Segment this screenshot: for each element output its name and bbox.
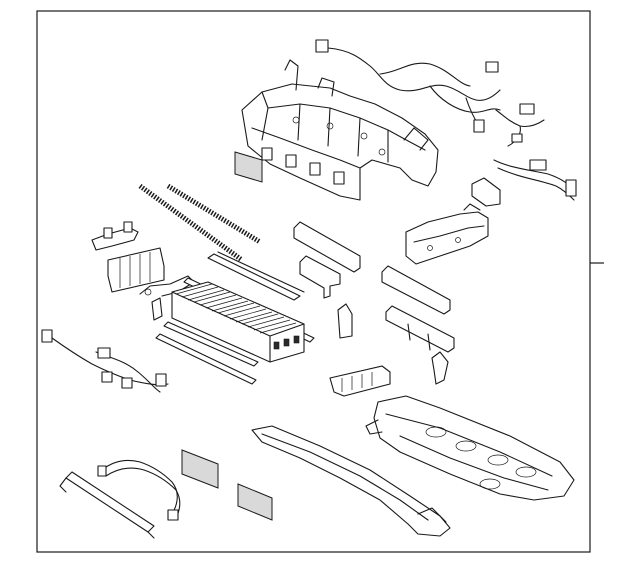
side-frame-lower	[251, 425, 451, 537]
diagram-border	[36, 10, 591, 553]
plate-vertical	[337, 303, 353, 339]
panel-small-1	[181, 449, 219, 489]
upper-bracket-assembly	[241, 59, 439, 201]
label-plate	[234, 151, 263, 183]
bracket-center	[293, 221, 361, 299]
tray-lower	[365, 395, 575, 501]
connector-block	[329, 365, 391, 397]
cover-plate-left	[107, 247, 165, 293]
bar-lower-left	[59, 471, 155, 539]
harness-small	[493, 159, 577, 201]
panel-small-2	[237, 483, 273, 521]
threaded-rod-left	[138, 183, 244, 263]
small-bracket-vertical	[151, 297, 163, 321]
channel-right-upper	[381, 265, 451, 315]
battery-module	[171, 281, 305, 363]
bus-bar-long	[207, 251, 305, 301]
wire-lower	[97, 459, 181, 521]
side-rail-lower	[155, 321, 259, 385]
threaded-rod-right	[166, 183, 262, 245]
clip-small	[431, 351, 449, 385]
channel-right-lower	[385, 305, 455, 353]
wire-harness-upper	[315, 39, 545, 147]
bracket-small-left	[91, 221, 139, 251]
bracket-right-upper	[471, 177, 501, 207]
bracket-right	[405, 203, 489, 265]
harness-lower-left	[41, 329, 169, 393]
